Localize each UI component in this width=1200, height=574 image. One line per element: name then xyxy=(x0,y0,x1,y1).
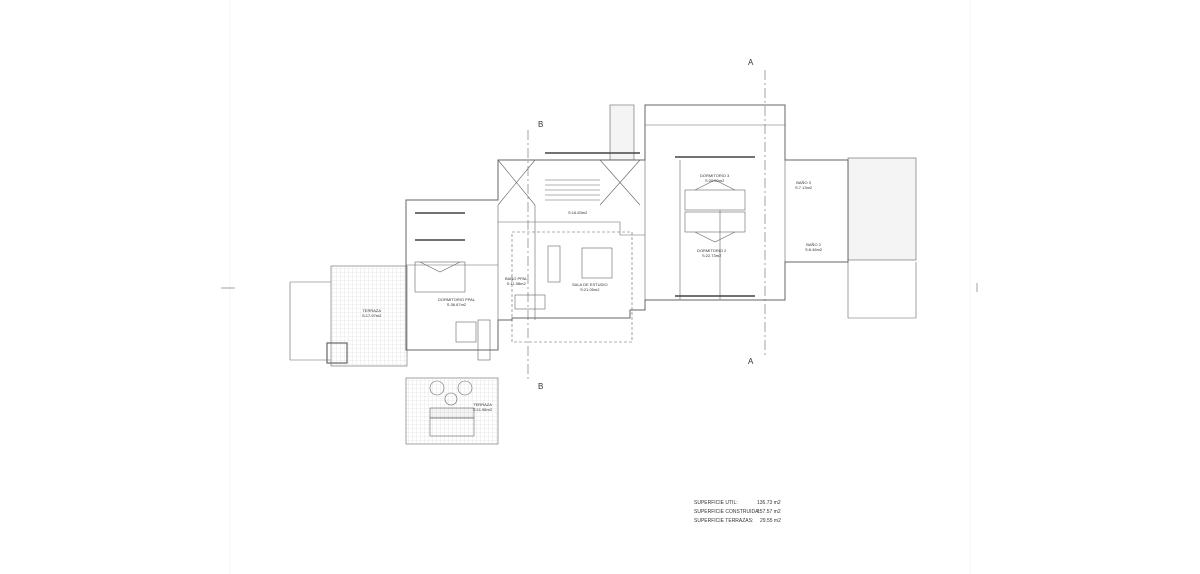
summary-label: SUPERFICIE CONSTRUIDA: xyxy=(694,509,760,515)
section-marker-a-top: A xyxy=(748,58,754,67)
summary-value: 136.73 m2 xyxy=(757,500,781,506)
summary-value: 29.55 m2 xyxy=(760,518,781,524)
summary-value: 157.57 m2 xyxy=(757,509,781,515)
summary-label: SUPERFICIE TERRAZAS: xyxy=(694,518,754,524)
terrace-left xyxy=(330,265,408,367)
section-marker-b-top: B xyxy=(538,120,544,129)
room-label: S:16.83m2 xyxy=(568,210,588,215)
section-marker-b-bottom: B xyxy=(538,382,544,391)
terrace-right xyxy=(847,157,917,261)
summary-label: SUPERFICIE UTIL: xyxy=(694,500,738,506)
section-marker-a-bottom: A xyxy=(748,357,754,366)
